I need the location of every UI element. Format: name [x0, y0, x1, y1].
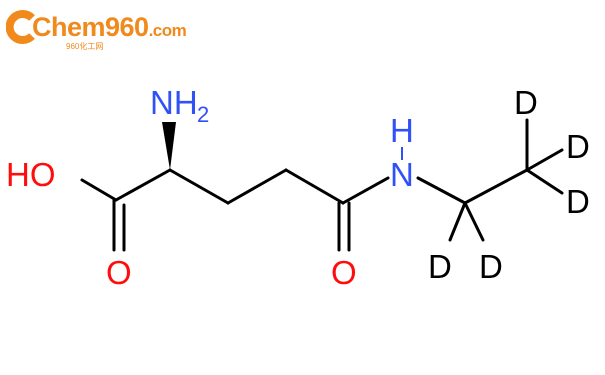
- bond-cgamma-cdelta: [284, 168, 345, 205]
- wedge-bond-calpha-n: [162, 122, 176, 170]
- logo-c-icon: [6, 10, 35, 44]
- bond-ch3-d-ru: [525, 148, 564, 172]
- acid-oxygen-label: O: [106, 254, 132, 291]
- amine-subscript: 2: [197, 102, 209, 127]
- hydroxyl-label: HO: [6, 156, 56, 193]
- amide-oxygen-label: O: [331, 254, 357, 291]
- bond-ch2-ch3: [463, 168, 529, 205]
- deuterium-bottom-left-label: D: [428, 248, 452, 285]
- bond-cbeta-cgamma: [226, 168, 288, 205]
- deuterium-top-label: D: [514, 84, 538, 121]
- bond-ch2-d-bl: [448, 201, 467, 242]
- logo-tagline: 960化工网: [66, 42, 104, 51]
- logo-brand-suffix: .com: [148, 21, 187, 40]
- bond-ch2-d-br: [463, 201, 485, 242]
- bonds: [80, 118, 564, 252]
- logo-wordmark: Chem960.com: [32, 12, 187, 46]
- deuterium-bottom-right-label: D: [479, 248, 503, 285]
- logo-brand: Chem960: [32, 12, 149, 42]
- amide-hydrogen-label: H: [390, 112, 414, 149]
- bond-n-ch2: [416, 176, 467, 205]
- amide-nitrogen-label: N: [390, 156, 414, 193]
- bond-calpha-cbeta: [168, 168, 230, 205]
- bond-ch3-d-rl: [525, 168, 564, 195]
- chem960-logo: Chem960.com 960化工网: [6, 8, 187, 54]
- bond-c1-oh: [80, 178, 118, 202]
- deuterium-right-upper-label: D: [566, 128, 590, 165]
- bond-cdelta-n: [341, 176, 390, 205]
- deuterium-right-lower-label: D: [566, 183, 590, 220]
- amine-label: NH: [150, 84, 198, 121]
- bond-c1-calpha: [114, 168, 172, 202]
